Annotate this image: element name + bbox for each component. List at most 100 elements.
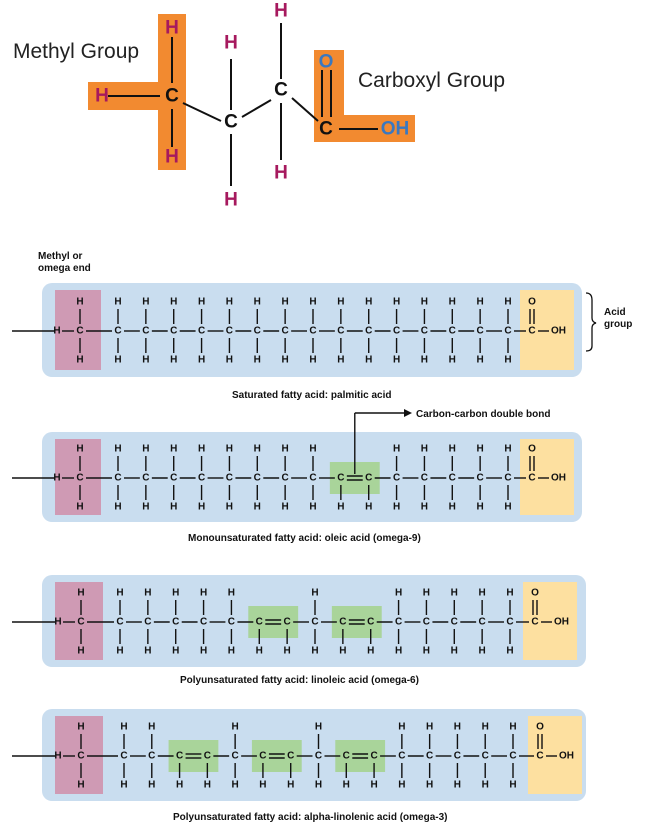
chain-hydrogen: H — [421, 355, 428, 366]
chain-carbon: C — [451, 617, 458, 628]
acid-group-brace — [585, 292, 597, 352]
bond-line — [291, 97, 319, 122]
chain-hydrogen: H — [256, 646, 263, 657]
carboxyl-hydroxyl: OH — [554, 617, 569, 628]
chain-carbon: C — [170, 326, 177, 337]
chain-carbon: C — [477, 326, 484, 337]
methyl-end-box — [55, 290, 101, 370]
double-bond-box — [331, 606, 382, 638]
panel-caption-3: Polyunsaturated fatty acid: linoleic aci… — [180, 675, 419, 686]
carboxyl-carbon: C — [536, 751, 543, 762]
chain-hydrogen: H — [114, 502, 121, 513]
chain-carbon: C — [287, 751, 294, 762]
chain-hydrogen: H — [395, 588, 402, 599]
chain-hydrogen: H — [426, 722, 433, 733]
chain-hydrogen: H — [282, 355, 289, 366]
bond-line — [241, 99, 272, 118]
chain-hydrogen: H — [393, 444, 400, 455]
chain-hydrogen: H — [200, 646, 207, 657]
chain-hydrogen: H — [254, 297, 261, 308]
omega-end-label-line1: Methyl or — [38, 251, 83, 262]
chain-carbon: C — [421, 326, 428, 337]
chain-carbon: C — [393, 473, 400, 484]
chain-carbon: C — [339, 617, 346, 628]
chain-hydrogen: H — [421, 444, 428, 455]
carboxyl-carbon: C — [528, 473, 535, 484]
chain-hydrogen: H — [53, 326, 60, 337]
chain-hydrogen: H — [426, 780, 433, 791]
chain-carbon: C — [506, 617, 513, 628]
chain-carbon: C — [116, 617, 123, 628]
chain-hydrogen: H — [477, 297, 484, 308]
chain-hydrogen: H — [76, 355, 83, 366]
chain-carbon: C — [172, 617, 179, 628]
chain-hydrogen: H — [449, 444, 456, 455]
acid-group-box — [523, 582, 577, 660]
chain-hydrogen: H — [423, 646, 430, 657]
chain-hydrogen: H — [148, 780, 155, 791]
carboxyl-hydroxyl: OH — [559, 751, 574, 762]
chain-hydrogen: H — [398, 722, 405, 733]
chain-hydrogen: H — [170, 355, 177, 366]
methyl-end-box — [55, 716, 103, 794]
chain-carbon: C — [398, 751, 405, 762]
top-hydrogen: H — [274, 1, 288, 22]
chain-hydrogen: H — [423, 588, 430, 599]
chain-hydrogen: H — [114, 444, 121, 455]
chain-hydrogen: H — [309, 502, 316, 513]
chain-carbon: C — [309, 473, 316, 484]
chain-hydrogen: H — [337, 297, 344, 308]
chain-hydrogen: H — [287, 780, 294, 791]
chain-carbon: C — [204, 751, 211, 762]
chain-hydrogen: H — [393, 355, 400, 366]
omega-end-label-line2: omega end — [38, 263, 91, 274]
chain-hydrogen: H — [451, 588, 458, 599]
chain-hydrogen: H — [454, 780, 461, 791]
chain-hydrogen: H — [451, 646, 458, 657]
acid-group-box — [520, 439, 574, 515]
chain-hydrogen: H — [259, 780, 266, 791]
chain-hydrogen: H — [339, 646, 346, 657]
chain-carbon: C — [482, 751, 489, 762]
chain-carbon: C — [337, 473, 344, 484]
omega-end-label: Methyl or omega end — [38, 251, 91, 275]
top-hydroxyl: OH — [381, 119, 410, 140]
chain-hydrogen: H — [142, 297, 149, 308]
chain-hydrogen: H — [315, 780, 322, 791]
chain-hydrogen: H — [282, 502, 289, 513]
chain-carbon: C — [284, 617, 291, 628]
chain-carbon: C — [170, 473, 177, 484]
chain-carbon: C — [509, 751, 516, 762]
chain-carbon: C — [426, 751, 433, 762]
chain-hydrogen: H — [315, 722, 322, 733]
bond-line — [182, 102, 222, 122]
chain-hydrogen: H — [198, 355, 205, 366]
acid-group-label: Acid group — [604, 307, 632, 331]
chain-carbon: C — [254, 326, 261, 337]
chain-carbon: C — [77, 617, 84, 628]
double-bond-box — [251, 740, 302, 772]
top-hydrogen: H — [165, 147, 179, 168]
chain-hydrogen: H — [170, 444, 177, 455]
chain-hydrogen: H — [421, 502, 428, 513]
chain-hydrogen: H — [170, 297, 177, 308]
chain-carbon: C — [449, 473, 456, 484]
chain-hydrogen: H — [309, 297, 316, 308]
carboxyl-hydroxyl: OH — [551, 473, 566, 484]
chain-carbon: C — [198, 473, 205, 484]
chain-hydrogen: H — [170, 502, 177, 513]
chain-hydrogen: H — [148, 722, 155, 733]
chain-carbon: C — [504, 326, 511, 337]
chain-hydrogen: H — [144, 588, 151, 599]
chain-carbon: C — [226, 473, 233, 484]
chain-hydrogen: H — [142, 502, 149, 513]
chain-hydrogen: H — [114, 355, 121, 366]
double-bond-arrowhead — [404, 409, 412, 417]
chain-hydrogen: H — [479, 588, 486, 599]
chain-carbon: C — [77, 751, 84, 762]
chain-hydrogen: H — [120, 780, 127, 791]
chain-hydrogen: H — [343, 780, 350, 791]
chain-carbon: C — [315, 751, 322, 762]
chain-carbon: C — [142, 326, 149, 337]
chain-carbon: C — [282, 326, 289, 337]
